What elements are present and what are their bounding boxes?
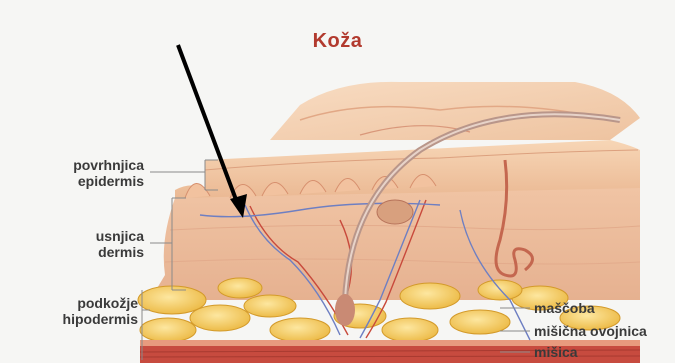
label-dermis-line2: dermis xyxy=(36,244,144,260)
label-hypodermis: podkožje hipodermis xyxy=(26,295,138,327)
label-hypodermis-line1: podkožje xyxy=(26,295,138,311)
label-muscle-fascia: mišična ovojnica xyxy=(534,323,647,339)
label-muscle: mišica xyxy=(534,344,578,360)
sebaceous-gland xyxy=(377,200,413,224)
diagram-title: Koža xyxy=(0,30,675,53)
label-hypodermis-line2: hipodermis xyxy=(26,311,138,327)
label-dermis: usnjica dermis xyxy=(36,228,144,260)
label-epidermis: povrhnjica epidermis xyxy=(36,157,144,189)
label-epidermis-line2: epidermis xyxy=(36,173,144,189)
label-fat: maščoba xyxy=(534,300,595,316)
label-dermis-line1: usnjica xyxy=(36,228,144,244)
hair-follicle xyxy=(335,294,355,326)
label-epidermis-line1: povrhnjica xyxy=(36,157,144,173)
